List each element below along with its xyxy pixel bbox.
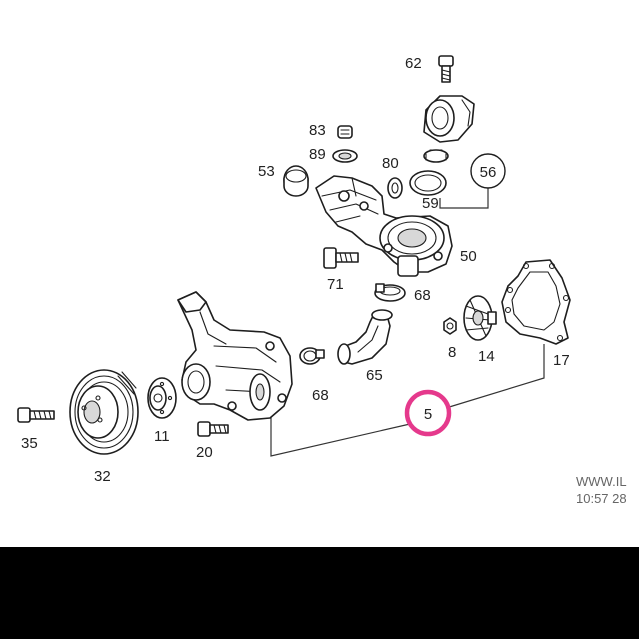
callout-circle-5[interactable] — [404, 389, 452, 437]
gasket-59 — [409, 170, 447, 196]
label-32: 32 — [94, 468, 111, 485]
exploded-parts-diagram: 62 83 89 80 53 56 59 50 71 68 8 14 17 65… — [17, 55, 627, 506]
hose-clamp-68-upper — [374, 283, 406, 302]
hose-clamp-68-lower — [299, 347, 325, 365]
label-89: 89 — [309, 146, 326, 163]
label-11: 11 — [154, 428, 170, 445]
impeller-14 — [463, 295, 497, 341]
bolt-35 — [17, 407, 55, 423]
label-68-lower: 68 — [312, 387, 329, 404]
seal-80 — [387, 177, 403, 199]
nut-8 — [443, 317, 457, 335]
watermark-url: WWW.IL — [576, 474, 627, 489]
housing-50 — [315, 175, 453, 277]
plug-83 — [337, 125, 353, 139]
label-17: 17 — [553, 352, 570, 369]
label-59: 59 — [422, 195, 439, 212]
bolt-20 — [197, 421, 229, 437]
coolant-hose-65 — [337, 309, 393, 365]
label-14: 14 — [478, 348, 495, 365]
bolt-62 — [438, 55, 454, 83]
label-83: 83 — [309, 122, 326, 139]
label-68-upper: 68 — [414, 287, 431, 304]
bolt-71 — [323, 247, 359, 269]
leader-56 — [439, 188, 489, 209]
callout-circle-56 — [470, 153, 506, 189]
label-80: 80 — [382, 155, 399, 172]
label-35: 35 — [21, 435, 38, 452]
water-pump-body — [177, 291, 293, 421]
label-62: 62 — [405, 55, 422, 72]
label-5[interactable]: 5 — [424, 406, 432, 423]
label-71: 71 — [327, 276, 344, 293]
cap-53 — [283, 165, 309, 197]
label-20: 20 — [196, 444, 213, 461]
leader-5-right — [445, 344, 545, 409]
label-50: 50 — [460, 248, 477, 265]
leader-5-left — [270, 412, 411, 457]
watermark-time: 10:57 28 — [576, 491, 627, 506]
label-53: 53 — [258, 163, 275, 180]
label-56: 56 — [480, 164, 497, 181]
hub-11 — [147, 377, 177, 419]
bottom-black-bar — [0, 547, 639, 639]
thermostat-cover — [423, 95, 475, 143]
seal-ring-89 — [332, 149, 358, 163]
label-65: 65 — [366, 367, 383, 384]
gasket-17 — [501, 259, 571, 345]
thermostat-element — [423, 149, 449, 163]
label-8: 8 — [448, 344, 456, 361]
pulley-32 — [69, 369, 139, 455]
